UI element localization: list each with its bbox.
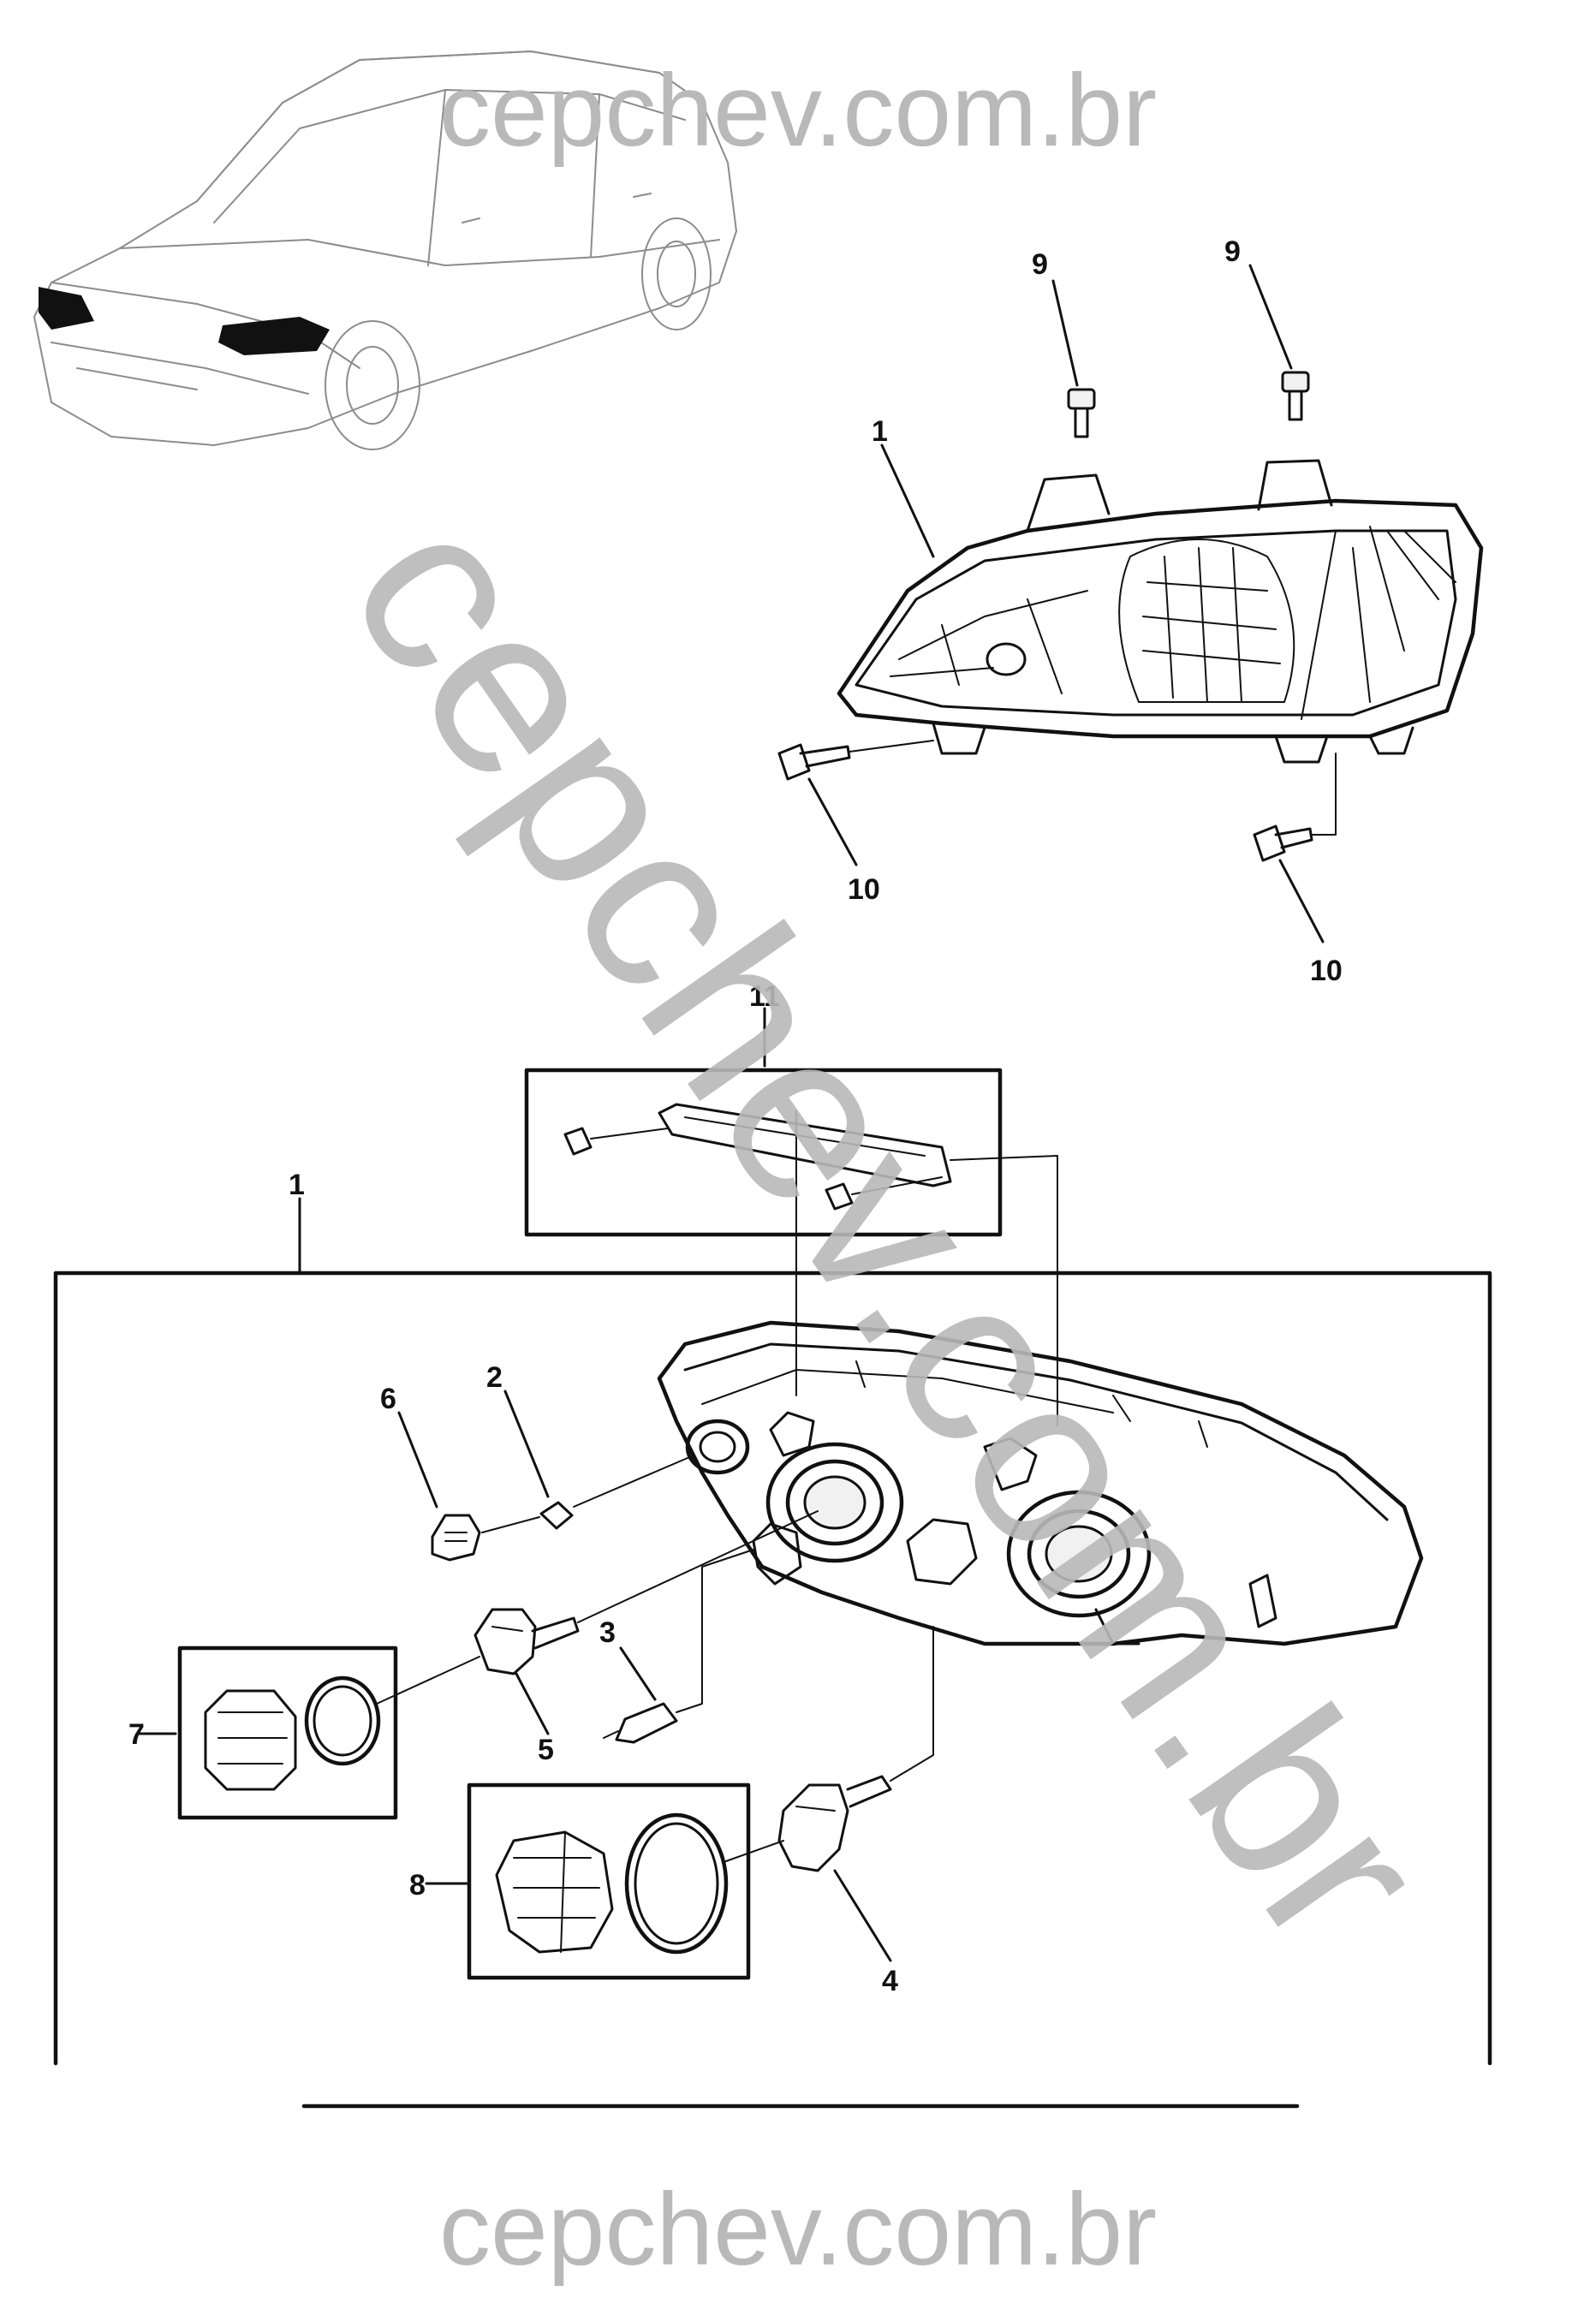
callout-8: 8 xyxy=(409,1869,426,1901)
position-bulb-3 xyxy=(603,1702,678,1744)
leader-5 xyxy=(515,1672,550,1735)
callout-9-right: 9 xyxy=(1224,235,1241,268)
callout-7: 7 xyxy=(128,1718,145,1751)
highlighted-headlamp-right xyxy=(218,317,330,355)
leader-3 xyxy=(619,1646,657,1701)
leader-4 xyxy=(833,1869,892,1962)
watermark-bottom: cepchev.com.br xyxy=(439,2172,1157,2287)
side-marker-bulb-2 xyxy=(539,1501,574,1530)
guide-line-bulb-2 xyxy=(481,1516,540,1533)
watermark-top: cepchev.com.br xyxy=(439,53,1157,168)
callout-11: 11 xyxy=(749,980,780,1013)
callout-3: 3 xyxy=(599,1616,616,1649)
callout-1-frame: 1 xyxy=(289,1169,305,1201)
leader-2 xyxy=(503,1390,550,1498)
guide-line-bulb-4 xyxy=(890,1626,934,1782)
callout-10-right: 10 xyxy=(1310,955,1343,987)
callout-10-left: 10 xyxy=(848,873,880,906)
high-beam-bulb-4 xyxy=(777,1775,892,1872)
vehicle-location-illustration xyxy=(33,51,737,450)
cap-box-8 xyxy=(425,1782,751,1980)
headlamp-assembly-top xyxy=(777,264,1484,943)
low-beam-bulb-5 xyxy=(473,1608,580,1675)
callout-6: 6 xyxy=(380,1383,396,1415)
callout-9-left: 9 xyxy=(1032,248,1048,281)
guide-line-cap-8 xyxy=(723,1840,784,1863)
guide-line-cap-7 xyxy=(376,1656,480,1705)
guide-line-bulb-3 xyxy=(676,1549,754,1713)
exploded-view-frame xyxy=(53,1197,1492,2109)
bracket-kit-box xyxy=(524,1007,1003,1237)
guide-line-bulb-5 xyxy=(577,1510,819,1623)
guide-line-bulb-2-housing xyxy=(573,1455,694,1508)
highlighted-headlamp-left xyxy=(39,287,94,330)
callout-2: 2 xyxy=(486,1361,503,1394)
cap-box-7 xyxy=(135,1645,398,1820)
watermark-diagonal: cepchev.com.br xyxy=(299,466,1479,1991)
side-socket-6 xyxy=(431,1514,481,1562)
callout-4: 4 xyxy=(882,1965,898,1997)
guide-line-kit-right xyxy=(950,1155,1058,1426)
leader-6 xyxy=(397,1411,438,1509)
callout-5: 5 xyxy=(538,1734,554,1766)
headlamp-housing-rear xyxy=(657,1320,1424,1646)
callout-1-top: 1 xyxy=(872,415,888,448)
